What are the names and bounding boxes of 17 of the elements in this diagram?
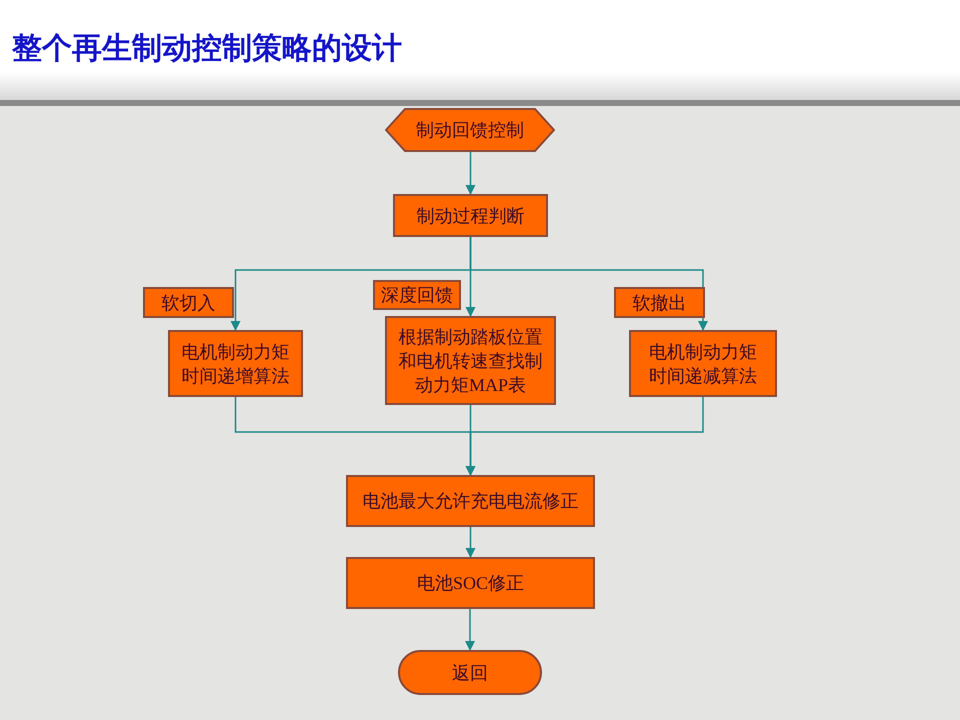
arrow bbox=[465, 609, 475, 651]
branch-label-box: 软撤出 bbox=[614, 287, 705, 318]
arrow bbox=[466, 152, 476, 195]
end-terminal: 返回 bbox=[398, 650, 542, 695]
process-box: 根据制动踏板位置和电机转速查找制动力矩MAP表 bbox=[385, 316, 556, 405]
process-box: 电池SOC修正 bbox=[346, 557, 595, 609]
arrow bbox=[466, 397, 704, 476]
branch-label-box: 软切入 bbox=[143, 287, 234, 318]
process-box: 电机制动力矩时间递增算法 bbox=[168, 330, 303, 397]
arrow bbox=[466, 527, 476, 558]
start-hexagon: 制动回馈控制 bbox=[385, 108, 555, 152]
process-box: 制动过程判断 bbox=[393, 194, 548, 237]
process-box: 电机制动力矩时间递减算法 bbox=[629, 330, 777, 397]
branch-label-box: 深度回馈 bbox=[373, 280, 461, 310]
process-box: 电池最大允许充电电流修正 bbox=[346, 475, 595, 527]
slide-title: 整个再生制动控制策略的设计 bbox=[12, 31, 402, 67]
arrow bbox=[470, 237, 708, 331]
